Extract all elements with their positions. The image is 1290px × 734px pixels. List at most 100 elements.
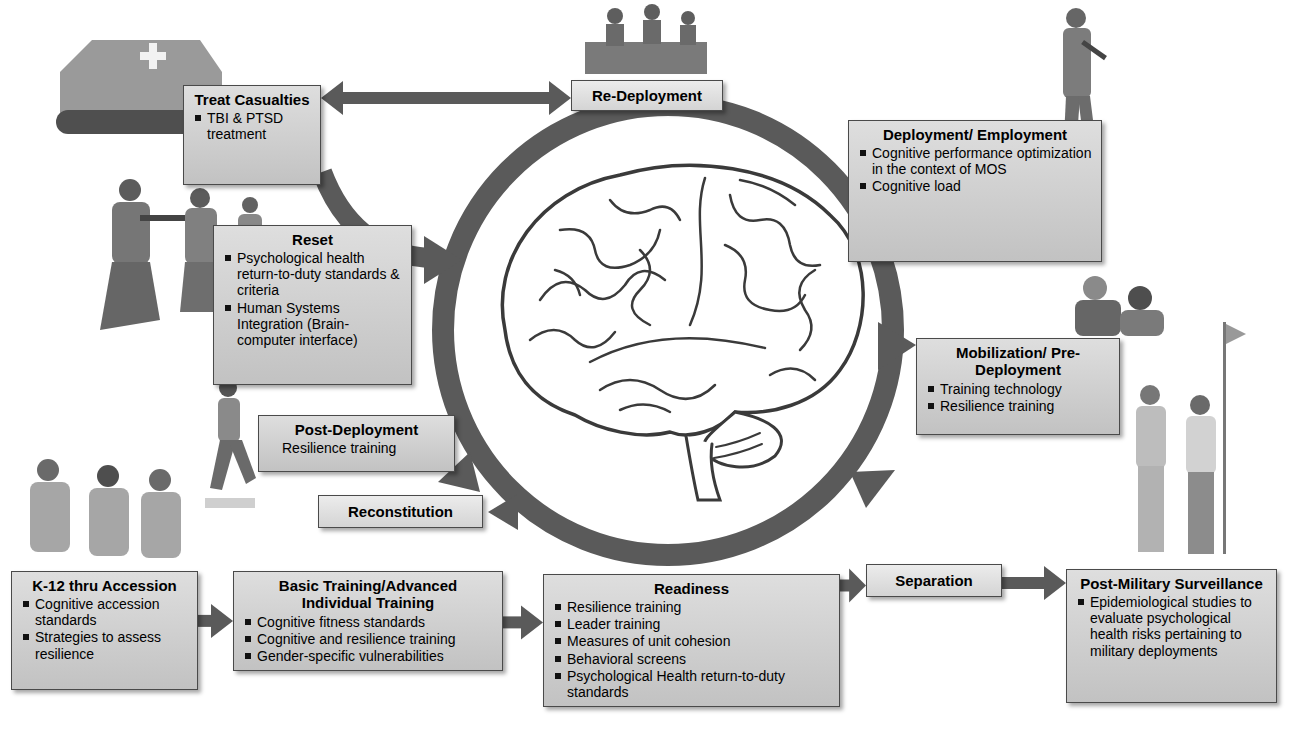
arrow-head [549, 81, 571, 115]
soldiers-on-vehicle-photo [644, 4, 660, 20]
cycle-ring [850, 470, 895, 508]
stage-item: Resilience training [268, 440, 445, 456]
golfers-photo [1186, 416, 1216, 474]
brain-illustration [632, 250, 650, 325]
brain-illustration [555, 270, 580, 295]
recruits-photo [89, 488, 129, 556]
runner-photo [218, 398, 240, 442]
bullet-item: Behavioral screens [553, 651, 830, 667]
cycle-ring [878, 322, 916, 370]
golfers-photo [1190, 395, 1210, 415]
arrow-head [211, 604, 233, 638]
golfers-photo [1138, 466, 1164, 552]
brain-illustration [530, 330, 615, 347]
golfers-photo [1188, 472, 1214, 554]
stage-title: Re-Deployment [592, 87, 702, 104]
soldiers-on-vehicle-photo [680, 25, 696, 45]
arrow-shaft [1002, 577, 1045, 589]
family-hug-photo [1120, 310, 1164, 336]
soldiers-on-vehicle-photo [585, 42, 707, 74]
stage-box: K-12 thru AccessionCognitive accession s… [11, 571, 198, 690]
arrow-shaft [840, 580, 850, 592]
brain-illustration [540, 271, 665, 300]
brain-illustration [620, 404, 670, 412]
cycle-ring [443, 105, 893, 555]
cycle-ring [488, 494, 518, 530]
brain-illustration [714, 433, 762, 458]
soldiers-on-vehicle-photo [606, 24, 624, 46]
stage-title: Separation [895, 572, 973, 589]
golfers-photo [1223, 322, 1226, 554]
bullet-item: Cognitive performance optimization in th… [858, 145, 1092, 177]
kneeling-soldiers-photo [242, 197, 258, 213]
bullet-item: Cognitive fitness standards [243, 614, 493, 630]
bullet-item: Epidemiological studies to evaluate psyc… [1076, 594, 1267, 658]
arrow-head [521, 605, 543, 639]
brain-illustration [610, 200, 680, 220]
soldier-photo [1081, 40, 1107, 60]
brain-illustration [740, 180, 795, 205]
bullet-item: Cognitive and resilience training [243, 631, 493, 647]
stage-box: ResetPsychological health return-to-duty… [213, 225, 412, 385]
kneeling-soldiers-photo [190, 188, 210, 208]
arrow-head [849, 569, 866, 603]
arrow-shaft [503, 616, 522, 628]
bullet-item: Psychological health return-to-duty stan… [223, 250, 402, 298]
recruits-photo [37, 459, 59, 481]
stage-heading: Mobilization/ Pre-Deployment [926, 344, 1110, 379]
soldier-photo [1063, 28, 1091, 98]
bullet-item: Human Systems Integration (Brain-compute… [223, 300, 402, 348]
recruits-photo [97, 465, 119, 487]
brain-illustration [799, 270, 815, 350]
brain-illustration [690, 178, 705, 325]
ambulance-vehicle-photo [149, 43, 157, 69]
stage-box: Deployment/ EmploymentCognitive performa… [848, 120, 1102, 262]
golfers-photo [1136, 406, 1166, 468]
bullet-item: Leader training [553, 616, 830, 632]
brain-illustration [502, 165, 863, 434]
stage-heading: Reset [223, 231, 402, 248]
brain-illustration [725, 245, 805, 311]
stage-heading: K-12 thru Accession [21, 577, 188, 594]
bullet-item: Strategies to assess resilience [21, 629, 188, 661]
bullet-item: Training technology [926, 381, 1110, 397]
flow-arrow [198, 604, 233, 638]
bullet-item: Resilience training [926, 398, 1110, 414]
brain-illustration [560, 229, 660, 268]
recruits-photo [30, 459, 181, 558]
golfers-photo [1140, 385, 1160, 405]
soldiers-on-vehicle-photo [607, 8, 623, 24]
family-hug-photo [1083, 276, 1107, 300]
stage-heading: Deployment/ Employment [858, 126, 1092, 143]
soldier-photo [1066, 8, 1086, 28]
stage-box: Mobilization/ Pre-DeploymentTraining tec… [916, 338, 1120, 435]
stage-box: Post-Military SurveillanceEpidemiologica… [1066, 569, 1277, 703]
brain-illustration [703, 412, 781, 467]
arrow-shaft [343, 92, 550, 104]
recruits-photo [30, 482, 70, 552]
brain-illustration [730, 195, 820, 266]
brain-illustration [590, 338, 765, 362]
stage-heading: Basic Training/Advanced Individual Train… [243, 577, 493, 612]
photo-silhouettes [30, 4, 1246, 558]
golfers-photo [1136, 322, 1246, 554]
brain-illustration [686, 436, 720, 500]
soldiers-on-vehicle-photo [643, 20, 661, 44]
family-hug-photo [1075, 276, 1164, 336]
bullet-item: Measures of unit cohesion [553, 633, 830, 649]
stage-label-box: Reconstitution [318, 495, 483, 528]
family-hug-photo [1075, 300, 1121, 336]
arrow-shaft [198, 615, 212, 627]
flow-arrow [321, 81, 571, 115]
bullet-item: Gender-specific vulnerabilities [243, 648, 493, 664]
family-hug-photo [1128, 286, 1152, 310]
flow-arrow [1002, 566, 1066, 600]
runner-photo [205, 498, 255, 508]
cycle-ring [424, 236, 462, 284]
bullet-item: Psychological Health return-to-duty stan… [553, 668, 830, 700]
kneeling-soldiers-photo [100, 262, 160, 330]
bullet-item: Resilience training [553, 599, 830, 615]
arrow-head [321, 81, 343, 115]
stage-heading: Post-Military Surveillance [1076, 575, 1267, 592]
